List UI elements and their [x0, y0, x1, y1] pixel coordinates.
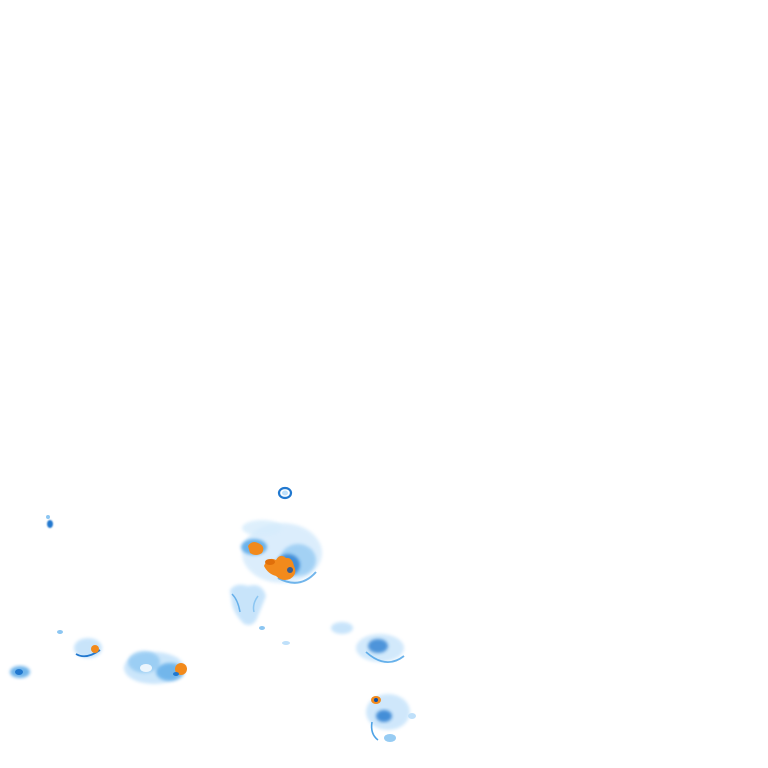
precip-cell-left-large [124, 651, 187, 684]
precip-cell-bottom-right [366, 694, 416, 742]
precip-cell-tiny-top-left [46, 515, 53, 528]
precip-cell-top-small [277, 486, 293, 500]
precip-cell-right-mid [331, 622, 405, 663]
precip-cell-left-small [57, 630, 102, 658]
precip-cell-central-south [230, 584, 290, 645]
heavy-core-north [248, 542, 264, 555]
precip-cell-central-storm [241, 520, 322, 584]
precip-cell-far-left [10, 666, 30, 678]
